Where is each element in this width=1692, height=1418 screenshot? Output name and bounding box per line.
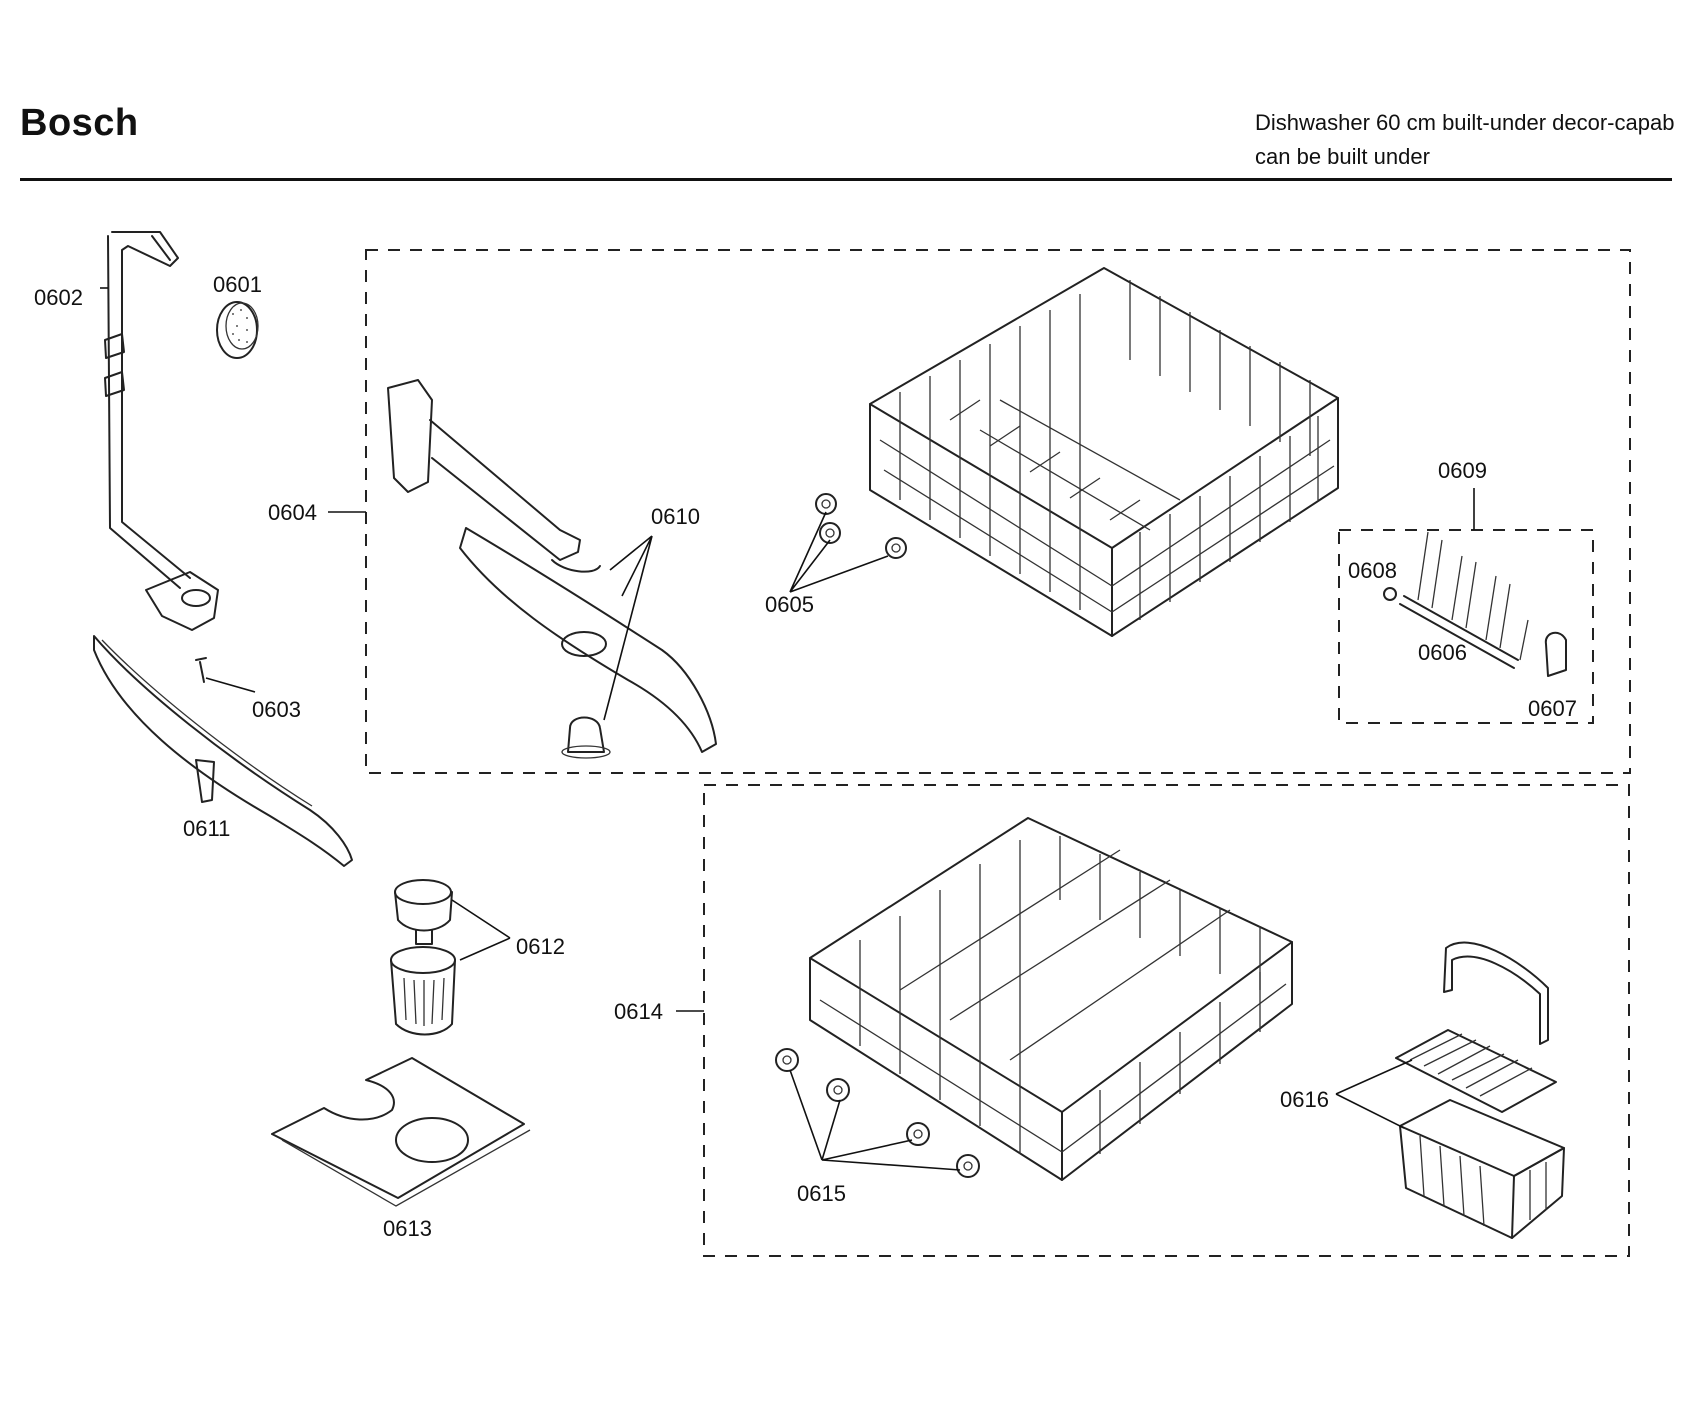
part-labels: 0602 0601 0604 0610 0605 0609 0608 0606 …	[34, 272, 1577, 1241]
label-0606: 0606	[1418, 640, 1467, 665]
supply-pipe-part	[104, 231, 219, 631]
upper-rack-basket-part	[869, 267, 1339, 637]
brand-title: Bosch	[20, 102, 139, 144]
upper-rack-group-box	[365, 249, 1631, 774]
label-0605: 0605	[765, 592, 814, 617]
label-0602: 0602	[34, 285, 83, 310]
filter-set-part	[390, 879, 456, 1036]
rack-insert-group-box	[1338, 529, 1594, 724]
header-rule	[20, 178, 1672, 181]
lower-spray-arm-part	[93, 635, 353, 867]
strainer-part	[216, 301, 259, 359]
label-0607: 0607	[1528, 696, 1577, 721]
label-0604: 0604	[268, 500, 317, 525]
label-0615: 0615	[797, 1181, 846, 1206]
label-0611: 0611	[183, 816, 230, 841]
label-0616: 0616	[1280, 1087, 1329, 1112]
label-0610: 0610	[651, 504, 700, 529]
label-0603: 0603	[252, 697, 301, 722]
lower-rack-wheels-part	[775, 1048, 980, 1178]
description-line-2: can be built under	[1255, 144, 1430, 169]
rack-insert-part	[1383, 531, 1567, 677]
sump-plate-part	[271, 1057, 531, 1207]
upper-spray-arm-part	[387, 379, 717, 759]
label-0608: 0608	[1348, 558, 1397, 583]
screw-part	[195, 657, 207, 683]
description-line-1: Dishwasher 60 cm built-under decor-capab	[1255, 110, 1675, 135]
lower-rack-basket-part	[809, 817, 1293, 1181]
lower-rack-group-box	[703, 784, 1630, 1257]
upper-rack-wheels-part	[815, 493, 907, 559]
leader-lines	[100, 287, 1475, 1171]
label-0609: 0609	[1438, 458, 1487, 483]
label-0612: 0612	[516, 934, 565, 959]
model-description: Dishwasher 60 cm built-under decor-capab…	[1255, 106, 1674, 174]
label-0613: 0613	[383, 1216, 432, 1241]
label-0601: 0601	[213, 272, 262, 297]
cutlery-basket-part	[1395, 941, 1565, 1239]
label-0614: 0614	[614, 999, 663, 1024]
